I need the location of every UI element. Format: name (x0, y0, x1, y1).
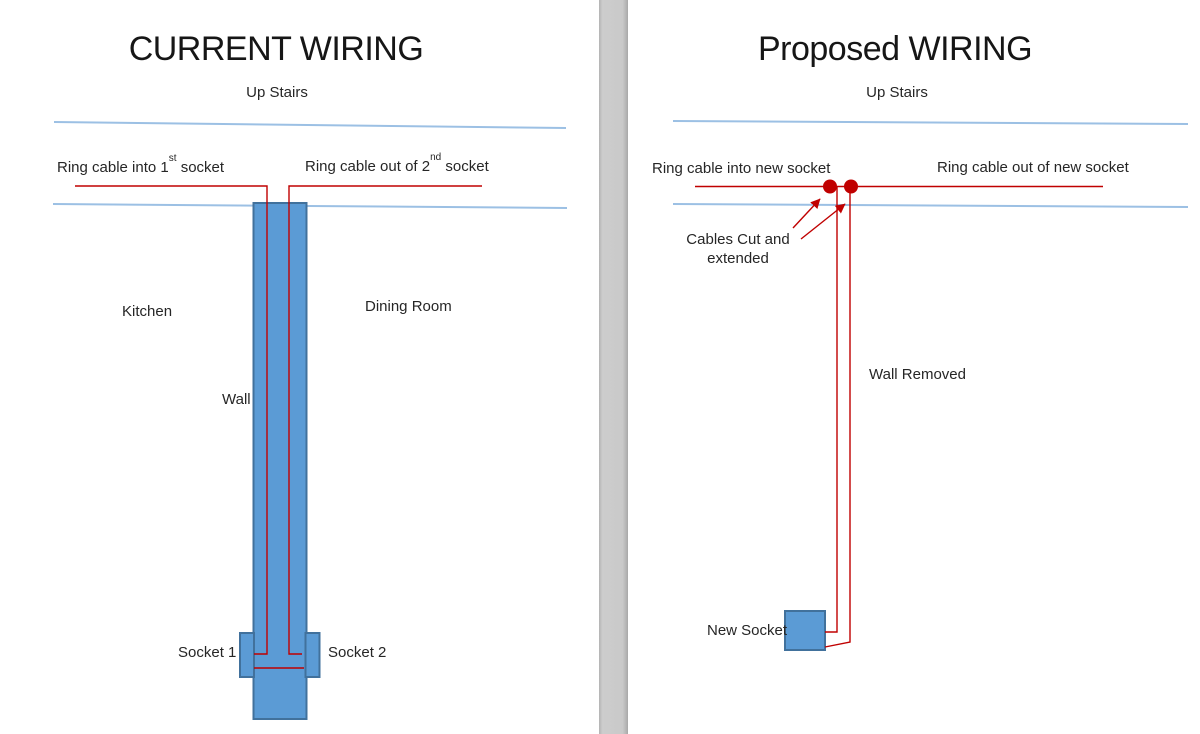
kitchen-label: Kitchen (122, 303, 173, 320)
socket1-shape (239, 632, 255, 678)
right-ceiling-line (672, 203, 1189, 208)
cables-cut-label: Cables Cut and extended (686, 230, 790, 268)
left-cable-in-text: Ring cable into 1 (57, 159, 169, 176)
left-upstairs-floor-line (53, 121, 567, 129)
extended-cable-1 (825, 187, 838, 633)
wall-shape (252, 202, 308, 720)
new-socket-label: New Socket (707, 622, 788, 639)
cut-point-dot-1 (823, 179, 837, 194)
right-cable-in-label: Ring cable into new socket (652, 160, 831, 177)
page-divider (599, 0, 628, 734)
extended-cable-2 (824, 187, 851, 648)
cable-out-socket2 (288, 185, 482, 655)
wall-removed-label: Wall Removed (869, 366, 966, 383)
left-upstairs-label: Up Stairs (246, 84, 308, 101)
right-upstairs-label: Up Stairs (866, 84, 928, 101)
cut-point-dot-2 (844, 179, 858, 194)
right-page-title: Proposed WIRING (757, 30, 1033, 68)
left-page-title: CURRENT WIRING (128, 30, 424, 68)
right-cable-out-label: Ring cable out of new socket (937, 159, 1129, 176)
left-cable-in-suffix: socket (176, 159, 225, 176)
left-cable-out-ordinal: nd (430, 152, 442, 163)
cables-cut-line1: Cables Cut and (686, 231, 790, 248)
left-cable-out-suffix: socket (441, 158, 489, 175)
right-upstairs-floor-line (672, 120, 1189, 125)
cable-into-socket1 (75, 185, 268, 655)
socket1-label: Socket 1 (178, 644, 237, 661)
left-cable-out-label: Ring cable out of 2nd socket (305, 153, 489, 176)
new-socket-shape (784, 610, 826, 651)
left-cable-in-ordinal: st (168, 153, 177, 164)
cut-annotation-arrow-2 (800, 203, 846, 240)
socket2-label: Socket 2 (328, 644, 387, 661)
left-cable-out-text: Ring cable out of 2 (305, 158, 431, 175)
socket2-shape (304, 632, 321, 678)
left-cable-in-label: Ring cable into 1st socket (57, 154, 225, 177)
cables-cut-line2: extended (707, 250, 769, 267)
dining-room-label: Dining Room (365, 298, 452, 315)
wall-label: Wall (222, 391, 251, 408)
left-ceiling-line (52, 203, 568, 209)
cut-annotation-arrow-1 (792, 198, 821, 229)
